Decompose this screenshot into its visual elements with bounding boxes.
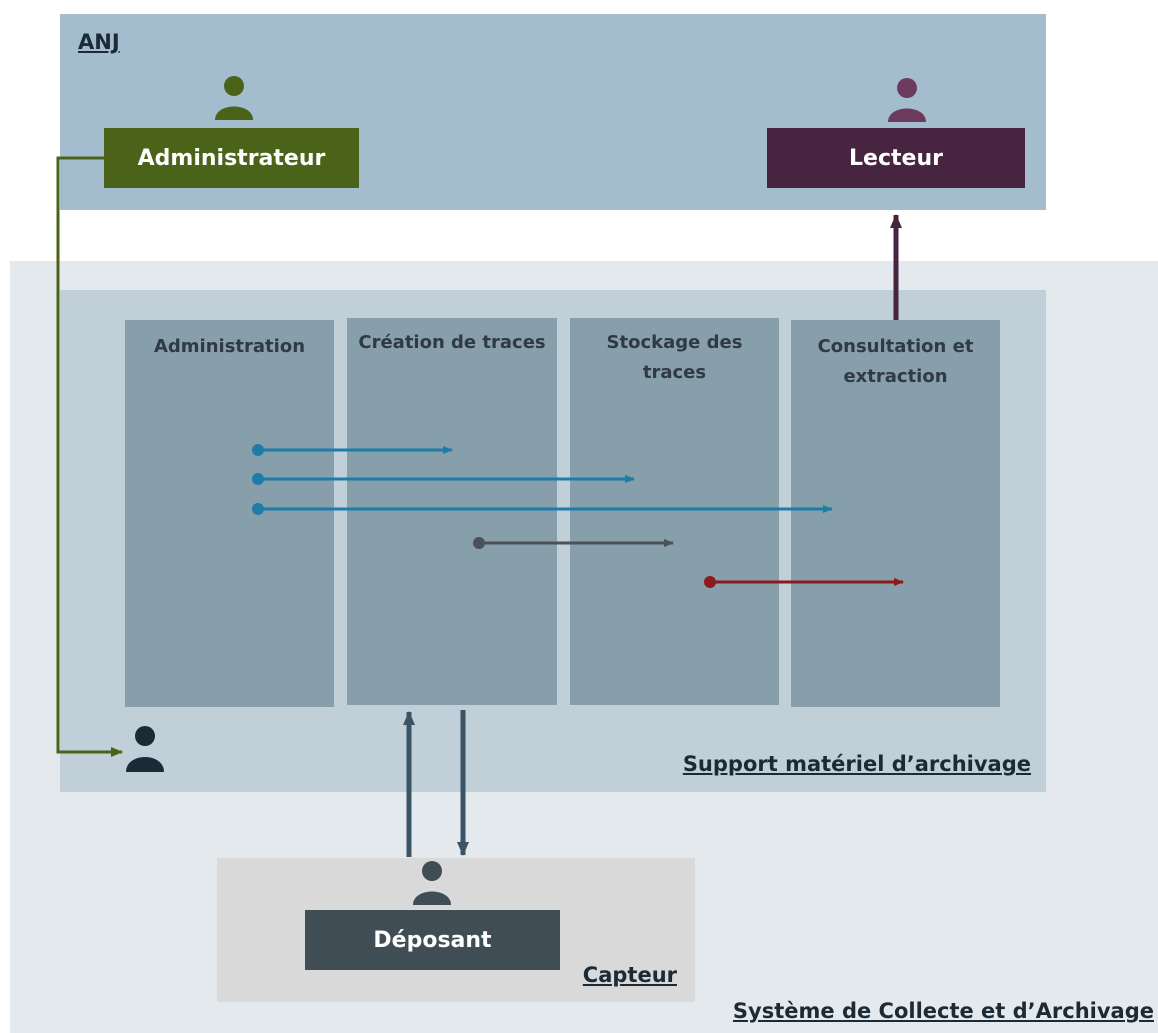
anj-label: ANJ — [78, 30, 120, 54]
column-title: Stockage des traces — [606, 332, 743, 383]
support-label: Support matériel d’archivage — [682, 752, 1031, 776]
person-icon-administrateur — [215, 76, 253, 120]
column-consultation-extraction: Consultation et extraction — [791, 320, 1000, 707]
column-creation-traces: Création de traces — [347, 318, 557, 705]
admin-connector-arrow — [56, 156, 123, 757]
administrateur-box: Administrateur — [104, 128, 359, 188]
column-administration: Administration — [125, 320, 334, 707]
column-title: Création de traces — [358, 332, 546, 353]
person-icon-support — [126, 726, 164, 772]
lecteur-box: Lecteur — [767, 128, 1025, 188]
column-title: Consultation et extraction — [817, 336, 974, 387]
capteur-label: Capteur — [582, 963, 677, 987]
column-title: Administration — [153, 336, 306, 357]
person-icon-lecteur — [888, 78, 926, 122]
deposant-box: Déposant — [305, 910, 560, 970]
systeme-label: Système de Collecte et d’Archivage — [732, 999, 1154, 1023]
person-icon-deposant — [413, 861, 451, 905]
column-stockage-traces: Stockage des traces — [570, 318, 779, 705]
